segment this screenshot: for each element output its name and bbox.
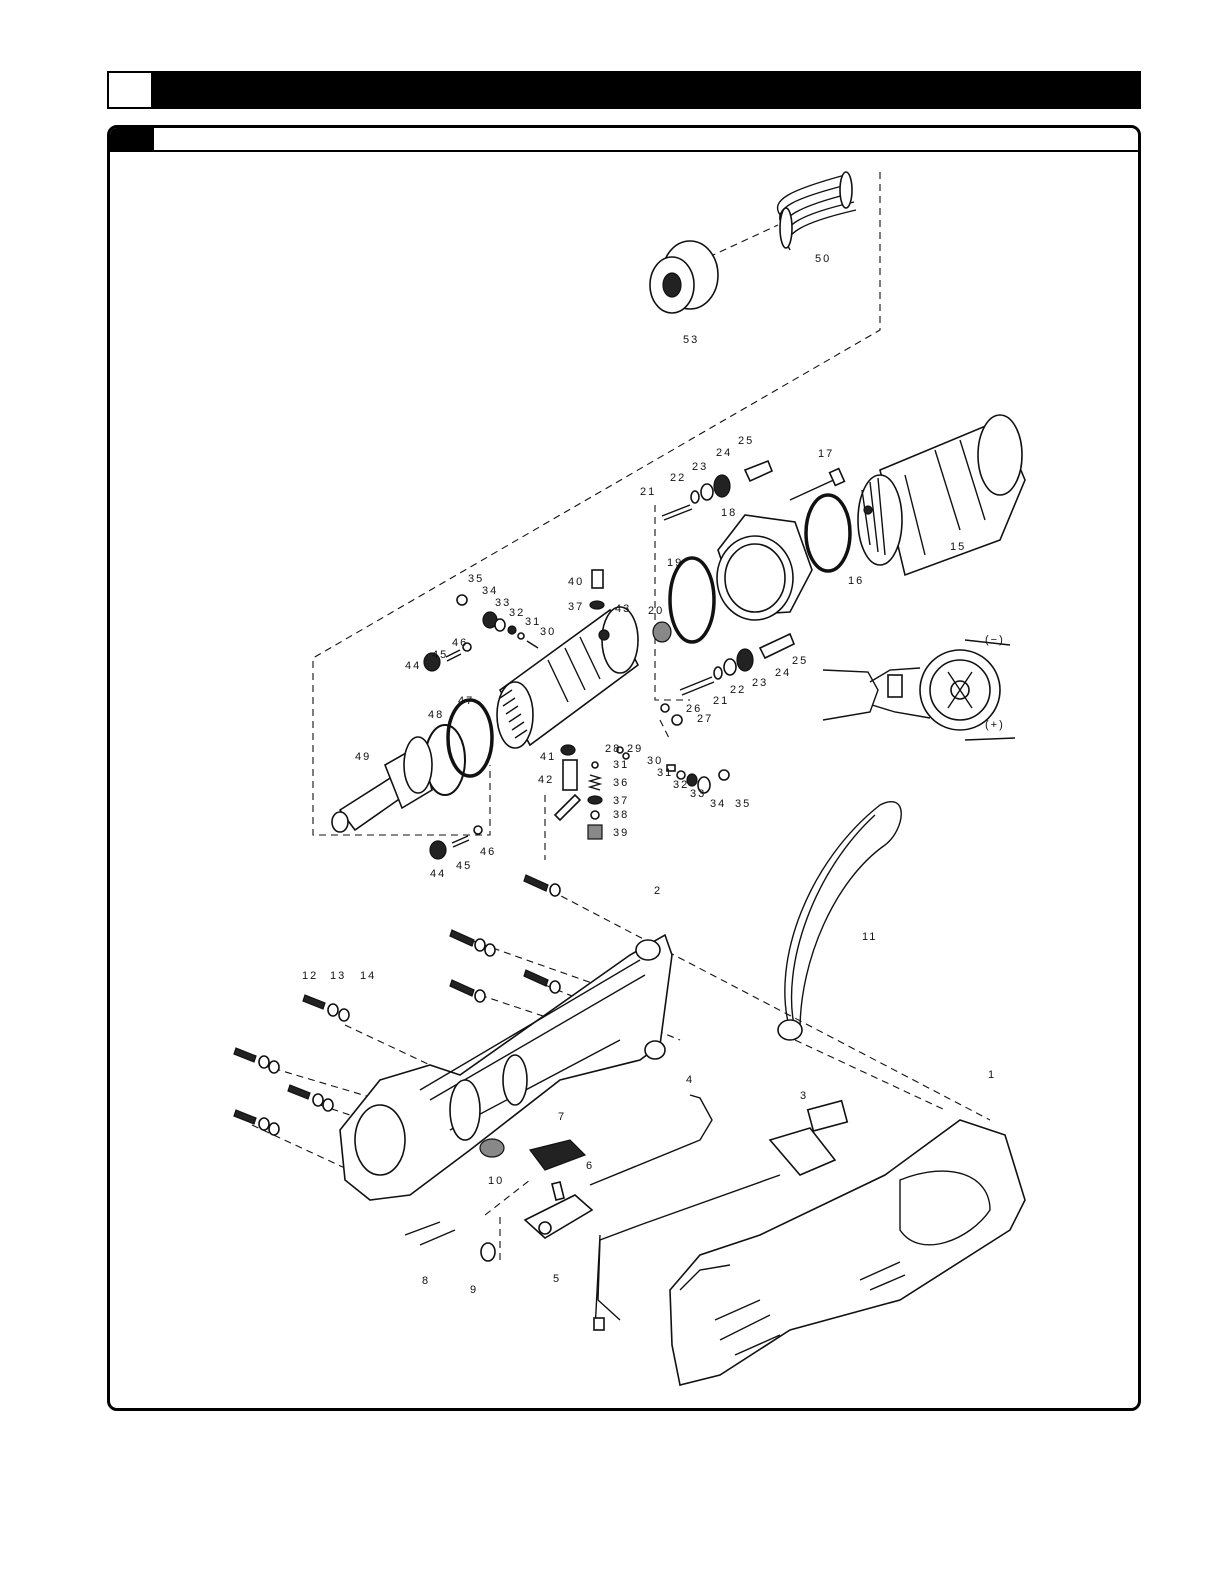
part-53-bushing — [650, 241, 718, 313]
callout-31-top: 31 — [525, 616, 541, 628]
callout-34-bottom: 34 — [710, 798, 726, 810]
parts-26-27-balls — [661, 704, 682, 725]
callout-36: 36 — [613, 777, 629, 789]
callout-35-top: 35 — [468, 573, 484, 585]
callout-44-bottom: 44 — [430, 868, 446, 880]
callout-24-bottom: 24 — [775, 667, 791, 679]
callout-32-top: 32 — [509, 607, 525, 619]
part-19-o-ring — [670, 558, 714, 642]
callout-34-top: 34 — [482, 585, 498, 597]
callout-5: 5 — [553, 1273, 561, 1285]
callout-25-top: 25 — [738, 435, 754, 447]
callout-38: 38 — [613, 809, 629, 821]
callout-17: 17 — [818, 448, 834, 460]
callout-30-bottom: 30 — [647, 755, 663, 767]
callout-11: 11 — [862, 931, 877, 943]
callout-33-bottom: 33 — [690, 788, 706, 800]
callout-20: 20 — [648, 605, 664, 617]
callout-43: 43 — [615, 603, 631, 615]
part-40-valve-pin — [590, 570, 604, 609]
callout-27: 27 — [697, 713, 713, 725]
callout-1: 1 — [988, 1069, 996, 1081]
callout-24-top: 24 — [716, 447, 732, 459]
callout-40: 40 — [568, 576, 584, 588]
assembly-leader-lines — [252, 172, 990, 1260]
callout-37-top: 37 — [568, 601, 584, 613]
callout-12: 12 — [302, 970, 318, 982]
callout-19: 19 — [667, 557, 683, 569]
part-18-nut — [717, 515, 812, 620]
upper-valve-cluster — [662, 461, 772, 520]
part-16-o-ring — [806, 495, 850, 571]
callout-46-bottom: 46 — [480, 846, 496, 858]
part-4-wire-link — [590, 1095, 712, 1185]
part-2-side-housing — [340, 935, 672, 1200]
callout-21-bottom: 21 — [713, 695, 729, 707]
detail-label-positive: (+) — [985, 719, 1005, 731]
callout-53: 53 — [683, 334, 699, 346]
part-50-spring — [778, 172, 856, 250]
part-20-ring — [653, 622, 671, 642]
callout-28: 28 — [605, 743, 621, 755]
callout-8: 8 — [422, 1275, 430, 1287]
callout-23-bottom: 23 — [752, 677, 768, 689]
callout-39: 39 — [613, 827, 629, 839]
part-47-o-ring — [448, 700, 492, 776]
callout-7: 7 — [558, 1111, 566, 1123]
part-43-valve-body — [497, 607, 638, 748]
callout-37-bottom: 37 — [613, 795, 629, 807]
callout-44-top: 44 — [405, 660, 421, 672]
callout-29: 29 — [627, 743, 643, 755]
callout-22-bottom: 22 — [730, 684, 746, 696]
part-11-strap — [778, 802, 901, 1040]
callout-18: 18 — [721, 507, 737, 519]
callout-31-bottom: 31 — [657, 767, 673, 779]
callout-30-top: 30 — [540, 626, 556, 638]
callout-45-top: 45 — [432, 649, 448, 661]
callout-25-bottom: 25 — [792, 655, 808, 667]
callout-32-bottom: 32 — [673, 779, 689, 791]
callout-14: 14 — [360, 970, 376, 982]
bottom-valve-stack — [555, 745, 602, 839]
lower-screw-set — [430, 826, 482, 859]
callout-41: 41 — [540, 751, 556, 763]
callout-31-top-right: 31 — [613, 759, 629, 771]
callout-50: 50 — [815, 253, 831, 265]
callout-42: 42 — [538, 774, 554, 786]
callout-16: 16 — [848, 575, 864, 587]
callout-15: 15 — [950, 541, 966, 553]
callout-2: 2 — [654, 885, 662, 897]
callout-46-top: 46 — [452, 637, 468, 649]
callout-45-bottom: 45 — [456, 860, 472, 872]
callout-22-top: 22 — [670, 472, 686, 484]
part-15-motor — [858, 415, 1025, 575]
callout-6: 6 — [586, 1160, 594, 1172]
callout-9: 9 — [470, 1284, 478, 1296]
callout-3: 3 — [800, 1090, 808, 1102]
callout-13: 13 — [330, 970, 346, 982]
callout-35-bottom: 35 — [735, 798, 751, 810]
part-1-main-housing — [670, 1120, 1025, 1385]
callout-49: 49 — [355, 751, 371, 763]
callout-10: 10 — [488, 1175, 504, 1187]
detail-label-negative: (−) — [985, 634, 1005, 646]
part-17-screw — [790, 469, 844, 500]
part-49-nose-piece — [332, 737, 432, 832]
callout-21-top: 21 — [640, 486, 656, 498]
callout-47: 47 — [458, 695, 474, 707]
callout-4: 4 — [686, 1074, 694, 1086]
callout-23-top: 23 — [692, 461, 708, 473]
callout-48: 48 — [428, 709, 444, 721]
